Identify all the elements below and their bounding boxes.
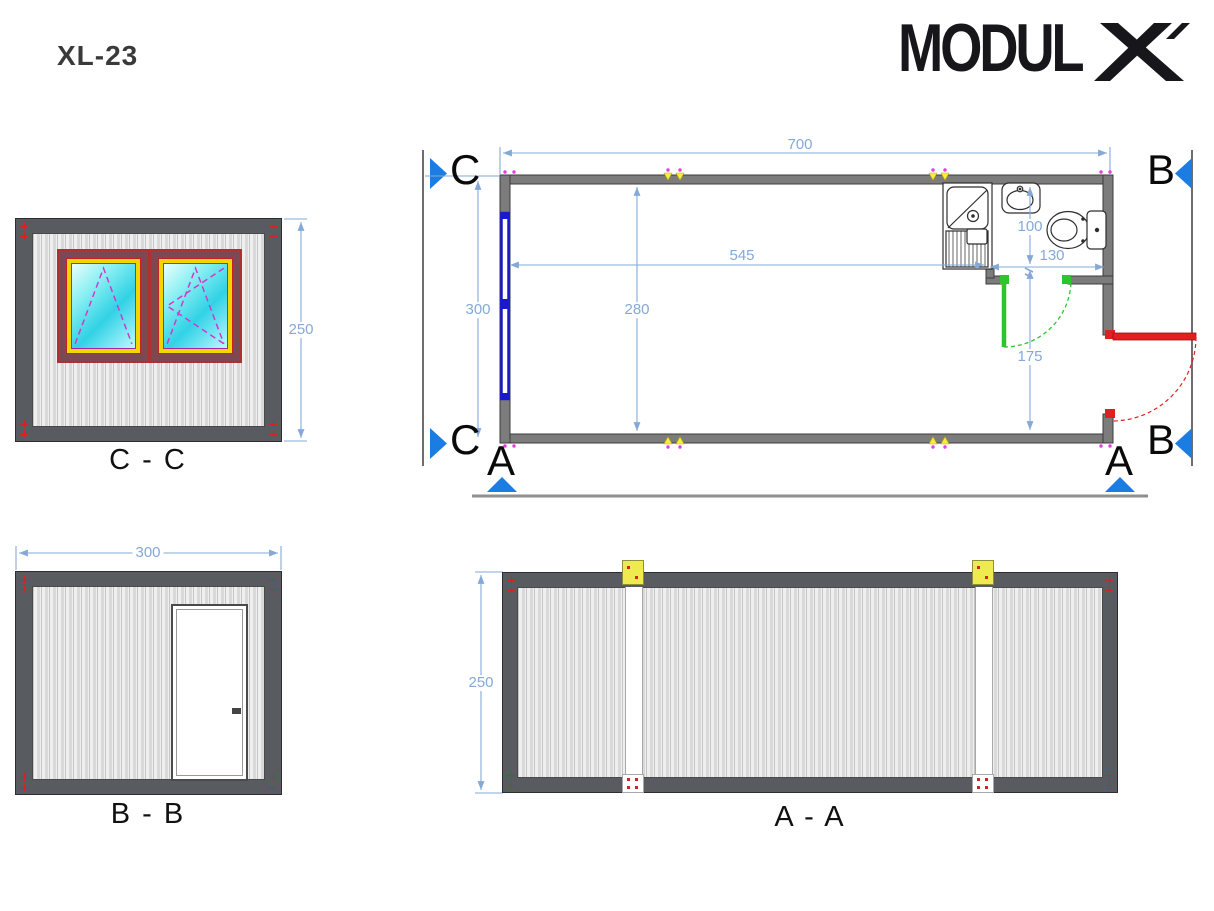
aa-module-joint-1 <box>625 587 643 778</box>
view-aa-wall <box>517 587 1103 778</box>
connector-dot-icon <box>985 576 988 579</box>
view-aa-label: A - A <box>774 801 846 833</box>
marker-c-bottom-label: C <box>450 416 481 463</box>
section-marker-triangles <box>430 158 1192 492</box>
dim-300: 300 <box>462 302 494 318</box>
corner-mark-icon <box>20 430 28 438</box>
marker-a-left-icon <box>487 477 517 492</box>
marker-a-right-icon <box>1105 477 1135 492</box>
cc-window-right-opening-icon <box>164 264 227 348</box>
view-cc-label: C - C <box>109 444 187 476</box>
dim-545: 545 <box>729 247 755 265</box>
marker-a-left-label: A <box>487 437 516 484</box>
bb-door-handle-icon <box>232 708 241 714</box>
cc-window-right-glass <box>163 263 228 349</box>
view-aa-dim: 250 <box>465 675 497 691</box>
plan-bathroom-door <box>1000 275 1072 348</box>
corner-mark-icon <box>1105 781 1113 789</box>
brand-logo: MODUL X <box>898 10 1190 86</box>
view-bb-dim: 300 <box>132 545 164 561</box>
corner-mark-icon <box>1105 771 1113 779</box>
dim-175: 175 <box>1014 349 1046 365</box>
connector-dot-icon <box>985 786 988 789</box>
plan-window <box>500 211 510 401</box>
connector-dot-icon <box>977 786 980 789</box>
corner-mark-icon <box>269 232 277 240</box>
connector-dot-icon <box>635 786 638 789</box>
dim-130: 130 <box>1039 247 1065 265</box>
plan-entrance-door <box>1105 330 1197 422</box>
corner-mark-icon <box>20 773 28 781</box>
corner-mark-icon <box>269 773 277 781</box>
aa-roof-connector-2-icon <box>972 560 994 585</box>
corner-mark-icon <box>20 575 28 583</box>
model-label: XL-23 <box>57 40 139 71</box>
connector-dot-icon <box>977 566 980 569</box>
corner-mark-icon <box>269 420 277 428</box>
corner-mark-icon <box>269 430 277 438</box>
plan-connector-marks <box>503 168 1112 449</box>
cc-window-left-glass <box>71 263 136 349</box>
aa-roof-connector-1-icon <box>622 560 644 585</box>
connector-dot-icon <box>627 778 630 781</box>
marker-b-top-label: B <box>1147 146 1176 193</box>
corner-mark-icon <box>1105 586 1113 594</box>
dim-700: 700 <box>787 136 813 154</box>
cc-window-right <box>149 249 242 363</box>
corner-mark-icon <box>507 771 515 779</box>
connector-dot-icon <box>635 778 638 781</box>
marker-b-bottom-label: B <box>1147 416 1176 463</box>
view-aa-container <box>502 572 1118 793</box>
cc-window-left <box>57 249 150 363</box>
view-bb-container <box>15 571 282 795</box>
cc-window-left-opening-icon <box>72 264 135 348</box>
corner-mark-icon <box>269 222 277 230</box>
plan-walls <box>499 174 1114 444</box>
corner-mark-icon <box>269 575 277 583</box>
bb-door-panel <box>176 609 243 776</box>
view-bb-label: B - B <box>110 798 186 830</box>
corner-mark-icon <box>507 586 515 594</box>
bb-door <box>171 604 248 781</box>
corner-mark-icon <box>269 585 277 593</box>
aa-floor-connector-2-icon <box>972 774 994 793</box>
dim-280: 280 <box>621 302 653 318</box>
marker-a-right-label: A <box>1105 437 1134 484</box>
corner-mark-icon <box>20 232 28 240</box>
corner-mark-icon <box>20 783 28 791</box>
brand-wordmark: MODUL <box>898 10 1085 86</box>
brand-x-icon <box>1094 23 1190 81</box>
plan-sink <box>1001 182 1041 214</box>
connector-dot-icon <box>627 566 630 569</box>
corner-mark-icon <box>269 783 277 791</box>
corner-mark-icon <box>20 420 28 428</box>
connector-dot-icon <box>985 778 988 781</box>
marker-c-bottom-icon <box>430 428 447 459</box>
cc-window-right-frame <box>158 258 233 354</box>
view-cc-dim: 250 <box>285 322 317 338</box>
corner-mark-icon <box>507 781 515 789</box>
plan-shower <box>942 182 993 270</box>
connector-dot-icon <box>627 786 630 789</box>
cc-window-left-frame <box>66 258 141 354</box>
marker-c-top-label: C <box>450 146 481 193</box>
corner-mark-icon <box>507 576 515 584</box>
section-cut-lines <box>422 150 1193 498</box>
corner-mark-icon <box>20 585 28 593</box>
marker-c-top-icon <box>430 158 447 189</box>
corner-mark-icon <box>20 222 28 230</box>
connector-dot-icon <box>977 778 980 781</box>
view-cc-container <box>15 218 282 442</box>
corner-mark-icon <box>1105 576 1113 584</box>
aa-floor-connector-1-icon <box>622 774 644 793</box>
aa-module-joint-2 <box>975 587 993 778</box>
dim-100: 100 <box>1014 219 1046 235</box>
marker-b-top-icon <box>1175 158 1192 189</box>
connector-dot-icon <box>635 576 638 579</box>
marker-b-bottom-icon <box>1175 428 1192 459</box>
plan-toilet <box>1046 210 1107 250</box>
